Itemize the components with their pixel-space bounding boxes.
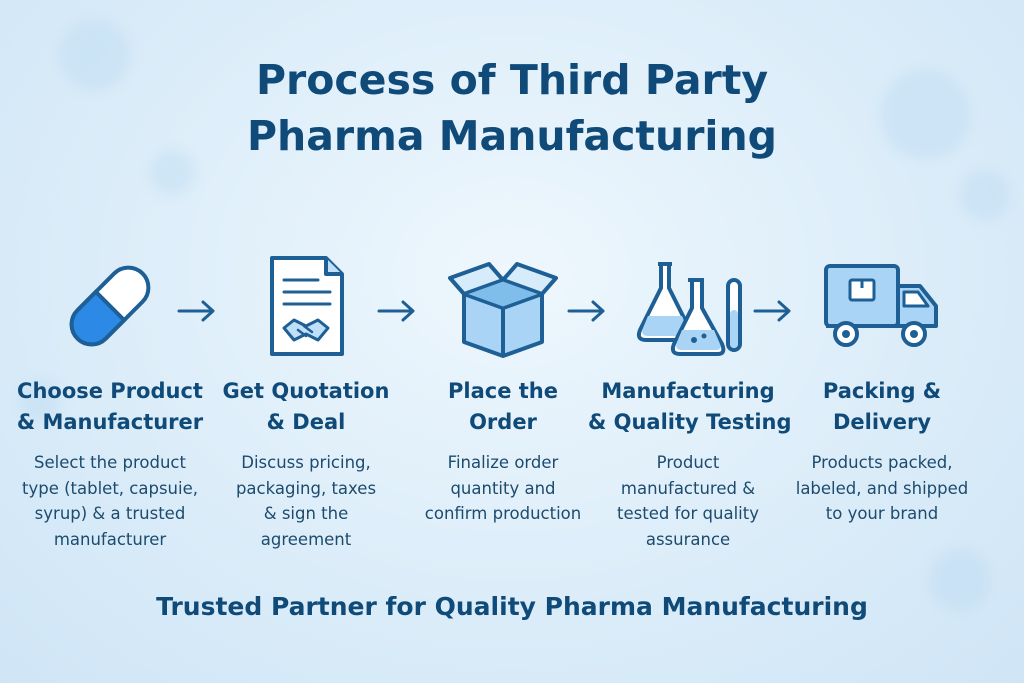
step-title-line: Choose Product xyxy=(17,379,203,403)
open-box-icon xyxy=(448,262,558,358)
step-desc-line: Discuss pricing, xyxy=(241,453,371,472)
step-desc-line: to your brand xyxy=(825,504,939,523)
background-bubble xyxy=(930,550,990,610)
step-title-line: Manufacturing xyxy=(601,379,775,403)
title-line: Process of Third Party xyxy=(255,56,769,104)
step-desc-line: type (tablet, capsuie, xyxy=(22,478,198,498)
step-title-line: Order xyxy=(469,410,537,434)
background-bubble xyxy=(60,20,130,90)
arrow-right-icon xyxy=(753,300,791,322)
step-desc-line: labeled, and shipped xyxy=(795,478,969,498)
capsule-icon xyxy=(69,265,151,347)
step-desc-line: tested for quality xyxy=(617,504,759,523)
step-title-line: Get Quotation xyxy=(222,379,390,403)
arrow-right-icon xyxy=(377,300,415,322)
step-desc-line: manufactured & xyxy=(620,478,756,498)
lab-flasks-icon xyxy=(636,262,742,356)
step-manufacturing-testing: Manufacturing & Quality Testing Product … xyxy=(588,250,792,552)
step-title-line: Place the xyxy=(448,379,558,403)
step-place-order: Place the Order Finalize order quantity … xyxy=(403,250,603,527)
step-title-line: Delivery xyxy=(832,410,932,434)
step-desc-line: manufacturer xyxy=(53,529,167,549)
background-bubble xyxy=(960,170,1010,220)
step-desc-line: syrup) & a trusted xyxy=(34,504,186,523)
step-desc-line: & sign the xyxy=(263,504,349,523)
step-desc-line: Products packed, xyxy=(811,453,953,472)
step-choose-product: Choose Product & Manufacturer Select the… xyxy=(10,250,210,552)
step-packing-delivery: Packing & Delivery Products packed, labe… xyxy=(782,250,982,527)
step-desc-line: Select the product xyxy=(34,453,186,472)
tagline: Trusted Partner for Quality Pharma Manuf… xyxy=(156,592,868,621)
step-desc-line: confirm production xyxy=(424,504,582,523)
step-desc-line: quantity and xyxy=(450,478,556,498)
step-desc-line: Finalize order xyxy=(447,453,559,472)
step-desc-line: packaging, taxes xyxy=(235,478,377,498)
background-bubble xyxy=(20,380,60,420)
background-bubble xyxy=(150,150,195,195)
step-get-quotation: Get Quotation & Deal Discuss pricing, pa… xyxy=(206,250,406,552)
step-title-line: & Quality Testing xyxy=(588,410,792,434)
background-bubble xyxy=(880,70,970,160)
delivery-truck-icon xyxy=(824,264,938,347)
step-title-line: & Deal xyxy=(266,410,346,434)
title-line: Pharma Manufacturing xyxy=(246,112,778,160)
step-desc-line: assurance xyxy=(645,529,731,549)
page-title: Process of Third Party Pharma Manufactur… xyxy=(0,52,1024,164)
arrow-right-icon xyxy=(567,300,605,322)
step-title-line: & Manufacturer xyxy=(16,410,204,434)
arrow-right-icon xyxy=(177,300,215,322)
step-desc-line: agreement xyxy=(260,529,352,549)
step-title-line: Packing & xyxy=(822,379,942,403)
contract-document-icon xyxy=(270,256,344,356)
step-desc-line: Product xyxy=(656,453,720,472)
